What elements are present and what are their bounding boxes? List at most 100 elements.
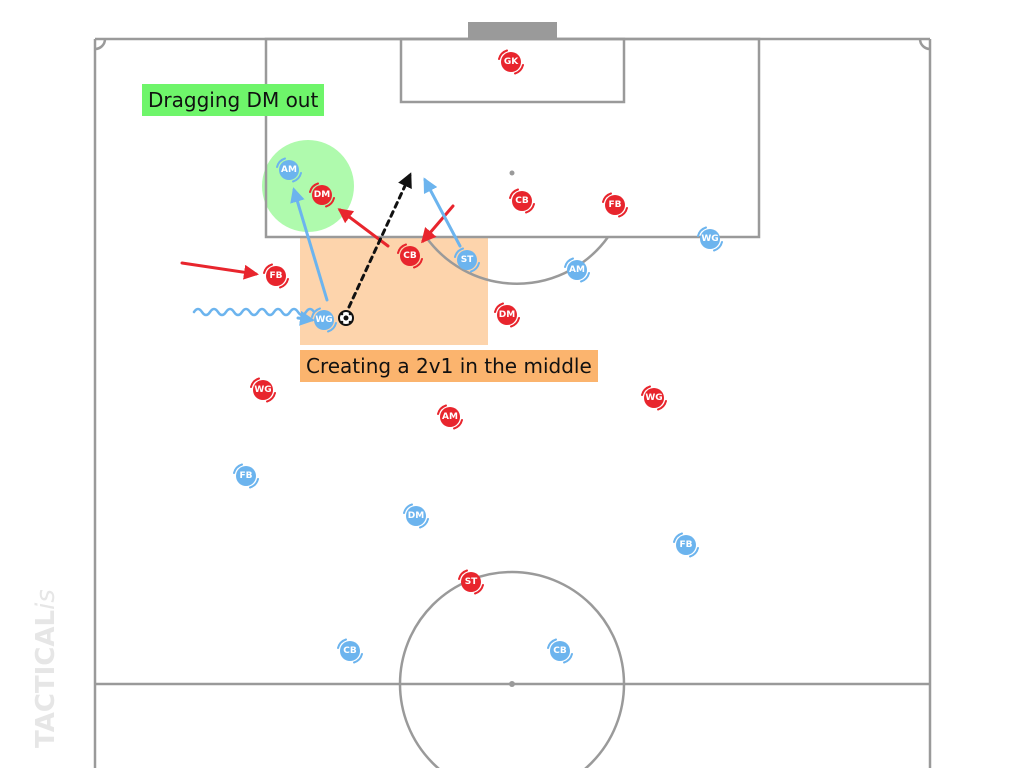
centre-circle <box>398 570 626 768</box>
penalty-spot <box>509 170 515 176</box>
player-swirl-icon <box>309 182 335 208</box>
player-swirl-icon <box>509 188 535 214</box>
player-role-label: CB <box>515 196 529 206</box>
away-player-wg: WG <box>697 226 723 252</box>
st-run-arrow <box>423 177 462 248</box>
movement-arrows <box>180 172 462 326</box>
player-disc <box>253 380 273 400</box>
player-disc <box>279 160 299 180</box>
corner-arc-left <box>94 38 107 51</box>
player-swirl-icon <box>276 157 302 183</box>
away-player-cb: CB <box>337 638 363 664</box>
player-swirl-icon <box>397 243 423 269</box>
player-swirl-icon <box>311 307 337 333</box>
home-player-fb: FB <box>263 263 289 289</box>
away-player-am: AM <box>564 257 590 283</box>
player-disc <box>605 195 625 215</box>
player-disc <box>312 185 332 205</box>
player-swirl-icon <box>602 192 628 218</box>
player-swirl-icon <box>697 226 723 252</box>
away-player-cb: CB <box>547 638 573 664</box>
player-role-label: ST <box>461 255 474 265</box>
player-disc <box>512 191 532 211</box>
player-swirl-icon <box>458 569 484 595</box>
player-role-label: GK <box>504 57 519 67</box>
watermark-text-bold: TACTICAL <box>31 610 61 748</box>
players-layer: GK CB FB DM CB FB DM WG WG AM ST AM WG ST AM WG FB DM FB CB… <box>233 49 723 664</box>
player-role-label: DM <box>408 511 424 521</box>
player-swirl-icon <box>454 247 480 273</box>
player-role-label: WG <box>645 393 662 403</box>
player-swirl-icon <box>673 532 699 558</box>
home-player-dm: DM <box>309 182 335 208</box>
player-disc <box>567 260 587 280</box>
player-swirl-icon <box>263 263 289 289</box>
wg-dribble-arrowhead <box>296 310 315 326</box>
player-role-label: FB <box>239 471 252 481</box>
player-disc <box>644 388 664 408</box>
player-swirl-icon <box>437 404 463 430</box>
player-role-label: FB <box>608 200 621 210</box>
player-swirl-icon <box>564 257 590 283</box>
pitch-lines <box>93 37 932 768</box>
player-swirl-icon <box>337 638 363 664</box>
player-swirl-icon <box>498 49 524 75</box>
six-yard-box <box>399 37 626 104</box>
centre-spot <box>509 681 515 687</box>
home-player-gk: GK <box>498 49 524 75</box>
svg-text:TACTICALista: TACTICALista <box>31 590 61 748</box>
player-disc <box>550 641 570 661</box>
watermark-logo: TACTICALista <box>31 590 61 748</box>
drag-highlight-zone <box>262 140 354 232</box>
player-role-label: FB <box>679 540 692 550</box>
ball <box>338 310 354 326</box>
cb-step-arrow <box>421 204 455 244</box>
player-swirl-icon <box>403 503 429 529</box>
corner-arc-right <box>918 38 931 51</box>
home-player-cb: CB <box>509 188 535 214</box>
player-role-label: WG <box>254 385 271 395</box>
player-disc <box>400 246 420 266</box>
player-disc <box>501 52 521 72</box>
home-player-st: ST <box>458 569 484 595</box>
player-role-label: DM <box>314 190 330 200</box>
fb-run-arrow <box>180 261 259 280</box>
player-swirl-icon <box>641 385 667 411</box>
player-disc <box>461 572 481 592</box>
player-disc <box>340 641 360 661</box>
wg-dribble-path <box>192 307 316 317</box>
player-swirl-icon <box>233 463 259 489</box>
player-disc <box>440 407 460 427</box>
watermark-text-italic: ista <box>31 590 61 610</box>
home-player-dm: DM <box>494 302 520 328</box>
player-disc <box>700 229 720 249</box>
home-player-wg: WG <box>641 385 667 411</box>
player-disc <box>236 466 256 486</box>
away-player-am: AM <box>276 157 302 183</box>
player-swirl-icon <box>250 377 276 403</box>
away-player-wg: WG <box>311 307 337 333</box>
annotation-dragging-dm: Dragging DM out <box>142 84 325 116</box>
home-player-wg: WG <box>250 377 276 403</box>
away-player-dm: DM <box>403 503 429 529</box>
player-disc <box>497 305 517 325</box>
player-disc <box>314 310 334 330</box>
player-disc <box>676 535 696 555</box>
away-player-fb: FB <box>233 463 259 489</box>
am-drop-arrow <box>290 187 329 302</box>
player-role-label: CB <box>553 646 567 656</box>
player-role-label: WG <box>315 315 332 325</box>
player-role-label: CB <box>403 251 417 261</box>
away-player-st: ST <box>454 247 480 273</box>
pass-arrow <box>347 172 412 309</box>
player-role-label: AM <box>442 412 458 422</box>
home-player-cb: CB <box>397 243 423 269</box>
player-role-label: FB <box>269 271 282 281</box>
player-swirl-icon <box>494 302 520 328</box>
penalty-arc <box>424 236 610 285</box>
player-role-label: AM <box>281 165 297 175</box>
goal <box>468 22 557 38</box>
home-player-am: AM <box>437 404 463 430</box>
player-role-label: ST <box>465 577 478 587</box>
